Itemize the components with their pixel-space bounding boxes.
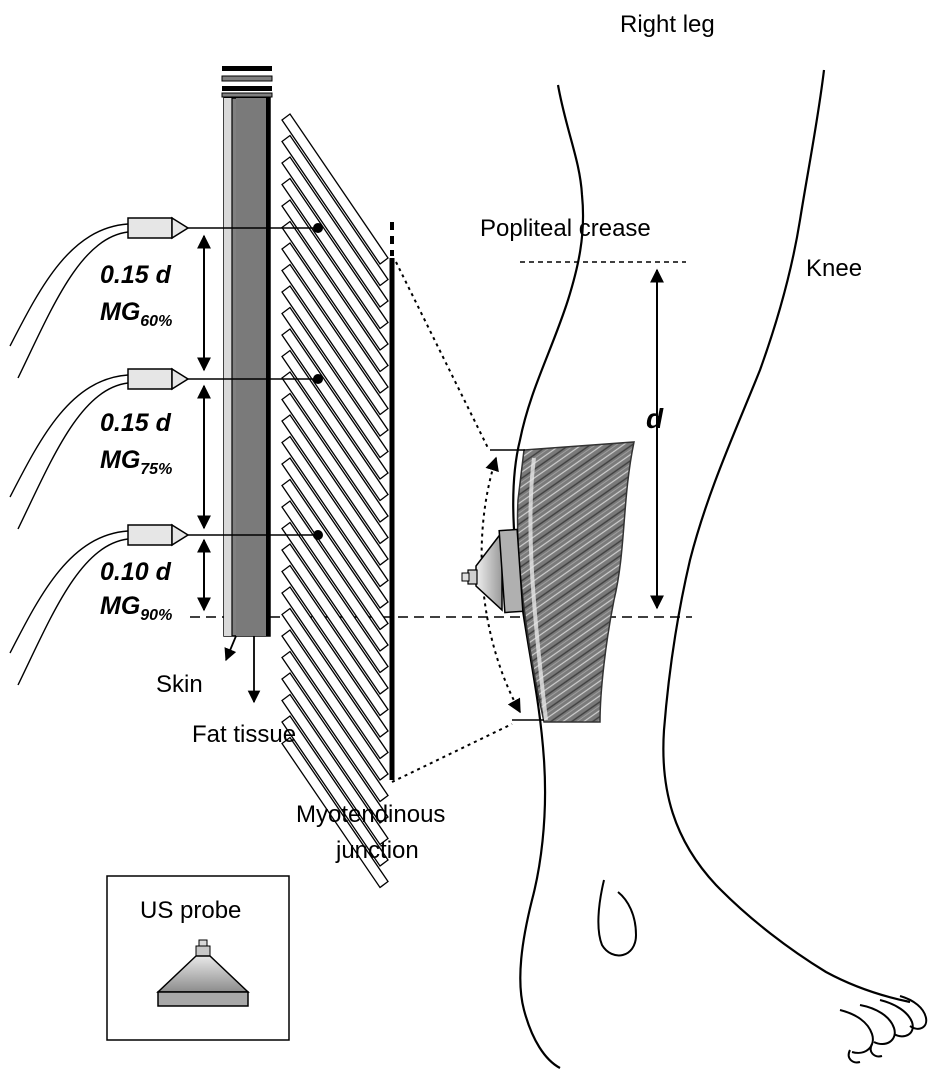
- skin-arrow: [226, 636, 236, 660]
- d-label: d: [646, 403, 664, 434]
- mg-label-1-main: MG: [100, 298, 140, 326]
- needle-tip-cone: [172, 369, 188, 389]
- mg-label-2-sub: 75%: [140, 461, 172, 478]
- muscle-fascicles: [282, 114, 388, 888]
- mg-label-1: MG60%: [100, 298, 172, 330]
- distance-label-3: 0.10 d: [100, 558, 172, 586]
- needle-tip-cone: [172, 218, 188, 238]
- mg-label-3-sub: 90%: [140, 607, 172, 624]
- mg-label-2: MG75%: [100, 446, 172, 478]
- mg-label-3-main: MG: [100, 592, 140, 620]
- myotendinous-label: Myotendinous: [296, 801, 445, 828]
- electrode-dot: [313, 530, 323, 540]
- needle-tip-cone: [172, 525, 188, 545]
- needle-hub: [128, 369, 172, 389]
- right-leg-label: Right leg: [620, 11, 715, 38]
- junction-label: junction: [335, 837, 419, 864]
- electrode-dot: [313, 374, 323, 384]
- toes: [840, 996, 926, 1062]
- ankle-bone: [598, 880, 636, 955]
- mg-label-2-main: MG: [100, 446, 140, 474]
- tissue-band: [222, 66, 272, 636]
- probe-on-leg: [462, 529, 523, 612]
- popliteal-crease-label: Popliteal crease: [480, 215, 651, 242]
- us-probe-label: US probe: [140, 897, 241, 924]
- us-probe-legend: US probe: [107, 876, 289, 1040]
- electrode-dot: [313, 223, 323, 233]
- zoom-line-bottom: [392, 724, 512, 782]
- zoom-line-top: [396, 262, 488, 448]
- knee-label: Knee: [806, 255, 862, 282]
- needle-hub: [128, 218, 172, 238]
- mg-label-3: MG90%: [100, 592, 172, 624]
- mg-label-1-sub: 60%: [140, 313, 172, 330]
- ultrasound-image: [518, 442, 634, 722]
- needle-hub: [128, 525, 172, 545]
- distance-label-1: 0.15 d: [100, 261, 172, 289]
- distance-label-2: 0.15 d: [100, 409, 172, 437]
- fat-tissue-label: Fat tissue: [192, 721, 296, 748]
- skin-label: Skin: [156, 671, 203, 698]
